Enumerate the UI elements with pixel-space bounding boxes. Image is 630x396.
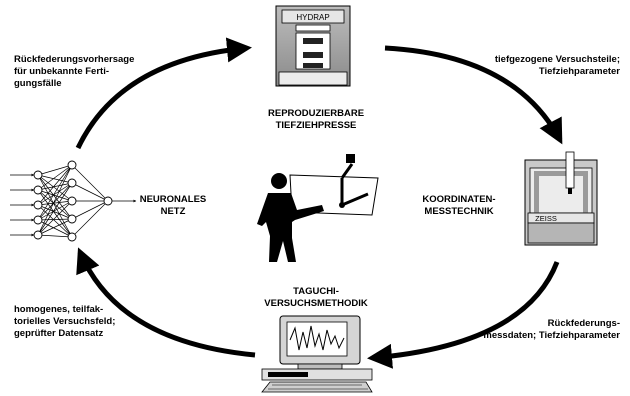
computer-illustration (261, 315, 373, 393)
press-caption: REPRODUZIERBARE TIEFZIEHPRESSE (268, 108, 365, 131)
press-illustration (275, 5, 351, 87)
arrow-net-to-press (75, 37, 252, 150)
taguchi-caption: TAGUCHI- VERSUCHSMETHODIK (264, 286, 368, 309)
cmm-caption: KOORDINATEN- MESSTECHNIK (422, 194, 496, 217)
arrow-computer-to-net (76, 247, 256, 358)
flow-label-top-right: tiefgezogene Versuchsteile; Tiefziehpara… (494, 54, 620, 77)
neural-network-nodes (33, 160, 113, 242)
neural-net-caption: NEURONALES NETZ (139, 194, 207, 217)
flow-label-top-left: Rückfederungsvorhersage für unbekannte F… (14, 54, 135, 89)
flow-label-bottom-right: Rückfederungs- messdaten; Tiefziehparame… (483, 318, 620, 341)
arrow-cmm-to-computer (367, 261, 560, 369)
press-brand-label: HYDRAP (296, 13, 329, 22)
cmm-brand-label: ZEISS (535, 214, 557, 223)
neural-network-illustration (10, 164, 137, 238)
cmm-illustration (524, 151, 598, 246)
flow-label-bottom-left: homogenes, teilfak- torielles Versuchsfe… (14, 304, 116, 339)
person-at-board-illustration (257, 154, 379, 262)
arrow-press-to-cmm (384, 45, 563, 145)
